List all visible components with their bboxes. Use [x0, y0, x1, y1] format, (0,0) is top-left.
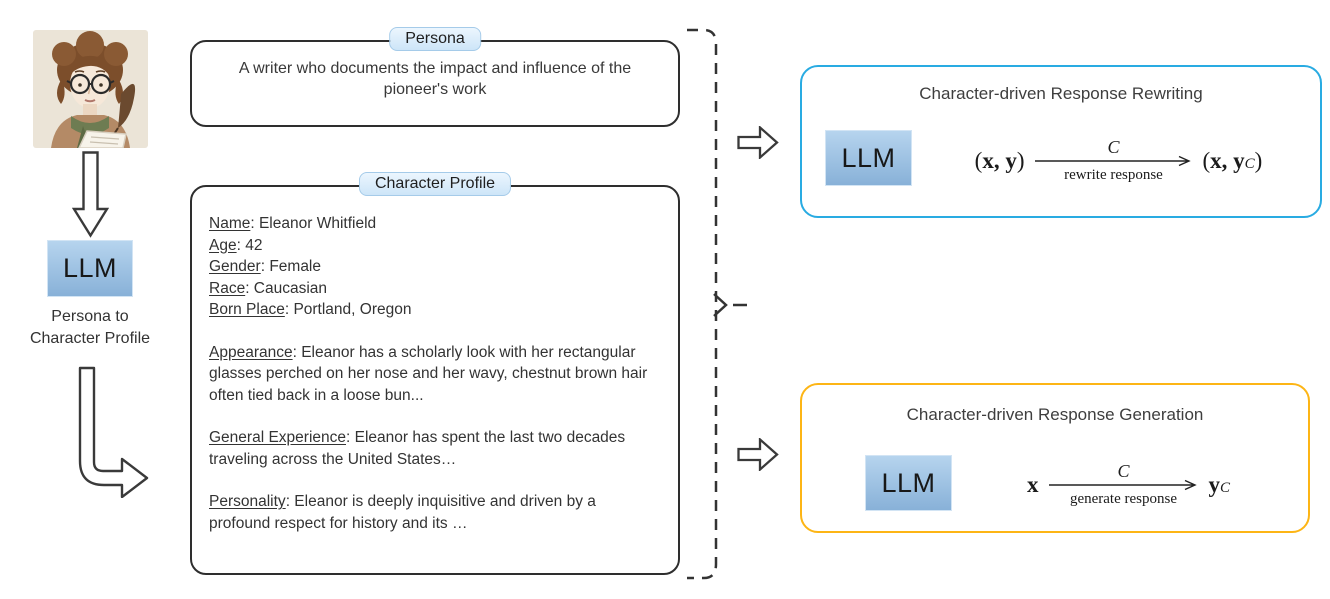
arrow-label-top: C	[1117, 460, 1130, 481]
llm-label: LLM	[881, 467, 936, 498]
formula-output: yC	[1208, 472, 1230, 497]
long-right-arrow-icon	[1035, 155, 1192, 166]
persona-card: Persona A writer who documents the impac…	[190, 27, 680, 127]
character-profile-body: Name: Eleanor Whitfield Age: 42 Gender: …	[192, 187, 678, 534]
llm-label: LLM	[841, 142, 896, 173]
formula-input: x	[1026, 472, 1039, 497]
response-generation-title: Character-driven Response Generation	[906, 405, 1204, 424]
generation-formula: x C generate response yC	[967, 437, 1290, 533]
formula-output: (x, yC)	[1202, 148, 1263, 173]
dashed-bracket	[680, 22, 760, 592]
llm-box-rewriting: LLM	[825, 130, 912, 186]
llm-box-generation: LLM	[865, 455, 952, 511]
response-generation-box: Character-driven Response Generation LLM…	[800, 383, 1310, 533]
arrow-label-bottom: generate response	[1069, 490, 1177, 507]
response-rewriting-box: Character-driven Response Rewriting LLM …	[800, 65, 1322, 218]
right-arrow-top-icon	[737, 124, 779, 161]
down-arrow-icon	[71, 151, 110, 238]
profile-paragraph-general-experience: General Experience: Eleanor has spent th…	[209, 429, 626, 468]
profile-paragraph-appearance: Appearance: Eleanor has a scholarly look…	[209, 343, 648, 404]
caption-line-1: Persona to	[51, 308, 129, 325]
profile-field-age: Age: 42	[209, 236, 263, 254]
profile-field-race: Race: Caucasian	[209, 279, 328, 297]
arrow-label-bottom: rewrite response	[1064, 166, 1163, 183]
profile-field-born-place: Born Place: Portland, Oregon	[209, 301, 412, 318]
writer-avatar-image	[33, 30, 148, 149]
profile-field-gender: Gender: Female	[209, 258, 322, 275]
persona-tab-label: Persona	[405, 30, 465, 47]
character-profile-tab: Character Profile	[358, 172, 512, 196]
formula-input: (x, y)	[974, 148, 1025, 173]
character-profile-tab-label: Character Profile	[374, 175, 496, 192]
formula-arrow: C rewrite response	[1033, 136, 1193, 184]
llm-label: LLM	[62, 253, 118, 283]
character-profile-card: Character Profile Name: Eleanor Whitfiel…	[190, 172, 680, 575]
llm-box-left: LLM	[47, 240, 133, 297]
persona-text: A writer who documents the impact and in…	[238, 60, 632, 98]
persona-tab: Persona	[389, 27, 481, 51]
curved-arrow-icon	[70, 366, 150, 499]
rewriting-formula: (x, y) C rewrite response (x, yC)	[927, 113, 1310, 209]
profile-field-name: Name: Eleanor Whitfield	[209, 215, 377, 232]
llm-caption: Persona to Character Profile	[5, 306, 175, 350]
formula-arrow: C generate response	[1047, 460, 1199, 508]
caption-line-2: Character Profile	[29, 330, 151, 347]
profile-paragraph-personality: Personality: Eleanor is deeply inquisiti…	[209, 493, 596, 532]
right-arrow-bottom-icon	[737, 436, 779, 473]
arrow-label-top: C	[1107, 136, 1120, 157]
long-right-arrow-icon	[1049, 479, 1198, 490]
response-rewriting-title: Character-driven Response Rewriting	[919, 84, 1203, 103]
